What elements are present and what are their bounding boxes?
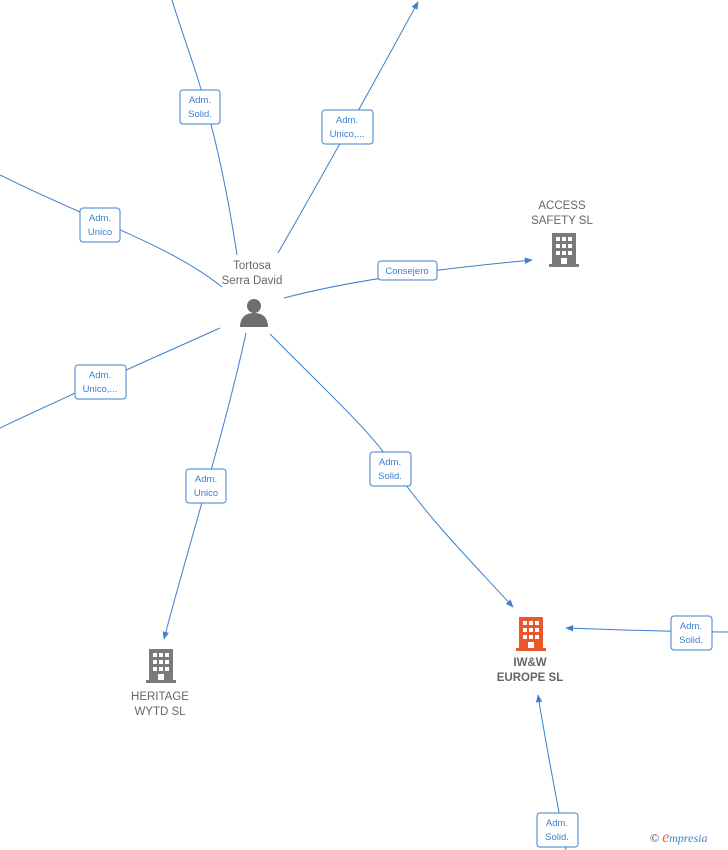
building-icon [516, 617, 546, 651]
edge-bottom-to-iww[interactable]: Adm. Solid. [535, 694, 579, 850]
edge-label: Adm. [379, 457, 401, 468]
node-company-access-safety[interactable]: ACCESS SAFETY SL [531, 200, 593, 267]
edge-right-to-iww[interactable]: Adm. Solid. [565, 615, 728, 651]
edge-label: Consejero [385, 266, 428, 277]
edge-top-left[interactable]: Adm. Solid. [171, 0, 238, 256]
copyright-symbol: © [650, 831, 660, 845]
node-company-heritage-wytd[interactable]: HERITAGE WYTD SL [131, 649, 189, 718]
edge-label: Unico [194, 488, 218, 499]
edge-to-access-safety[interactable]: Consejero [283, 257, 533, 299]
edge-label: Adm. [89, 370, 111, 381]
edge-label: Adm. [89, 213, 111, 224]
edge-to-heritage[interactable]: Adm. Unico [162, 332, 247, 640]
node-label: Tortosa [233, 260, 271, 272]
edge-label: Unico,... [83, 384, 118, 395]
node-person-tortosa-serra-david[interactable]: Tortosa Serra David [222, 260, 283, 327]
edge-label: Unico [88, 227, 112, 238]
edge-label: Solid. [679, 635, 703, 646]
edge-label: Adm. [195, 474, 217, 485]
node-label: IW&W [513, 657, 546, 669]
building-icon [146, 649, 176, 683]
brand-footer: © empresia [650, 829, 707, 847]
building-icon [549, 233, 579, 267]
node-label: HERITAGE [131, 691, 189, 703]
brand-logo-text: mpresia [669, 831, 708, 845]
person-icon [240, 299, 268, 327]
edge-to-iww-europe[interactable]: Adm. Solid. [269, 333, 514, 608]
node-label: Serra David [222, 275, 283, 287]
edge-left-upper[interactable]: Adm. Unico [0, 174, 223, 288]
edge-label: Solid. [378, 471, 402, 482]
node-label: SAFETY SL [531, 215, 593, 227]
edge-label: Unico,... [330, 129, 365, 140]
edge-top-right[interactable]: Adm. Unico,... [277, 1, 419, 254]
node-label: WYTD SL [134, 706, 186, 718]
node-company-iww-europe[interactable]: IW&W EUROPE SL [497, 617, 563, 684]
edge-label: Adm. [680, 621, 702, 632]
node-label: EUROPE SL [497, 672, 563, 684]
edge-label: Adm. [336, 115, 358, 126]
edge-left-lower[interactable]: Adm. Unico,... [0, 327, 221, 429]
brand-logo-initial: e [662, 829, 670, 846]
edge-label: Adm. [546, 818, 568, 829]
node-label: ACCESS [538, 200, 586, 212]
edge-label: Adm. [189, 95, 211, 106]
edge-label: Solid. [188, 109, 212, 120]
edge-label: Solid. [545, 832, 569, 843]
